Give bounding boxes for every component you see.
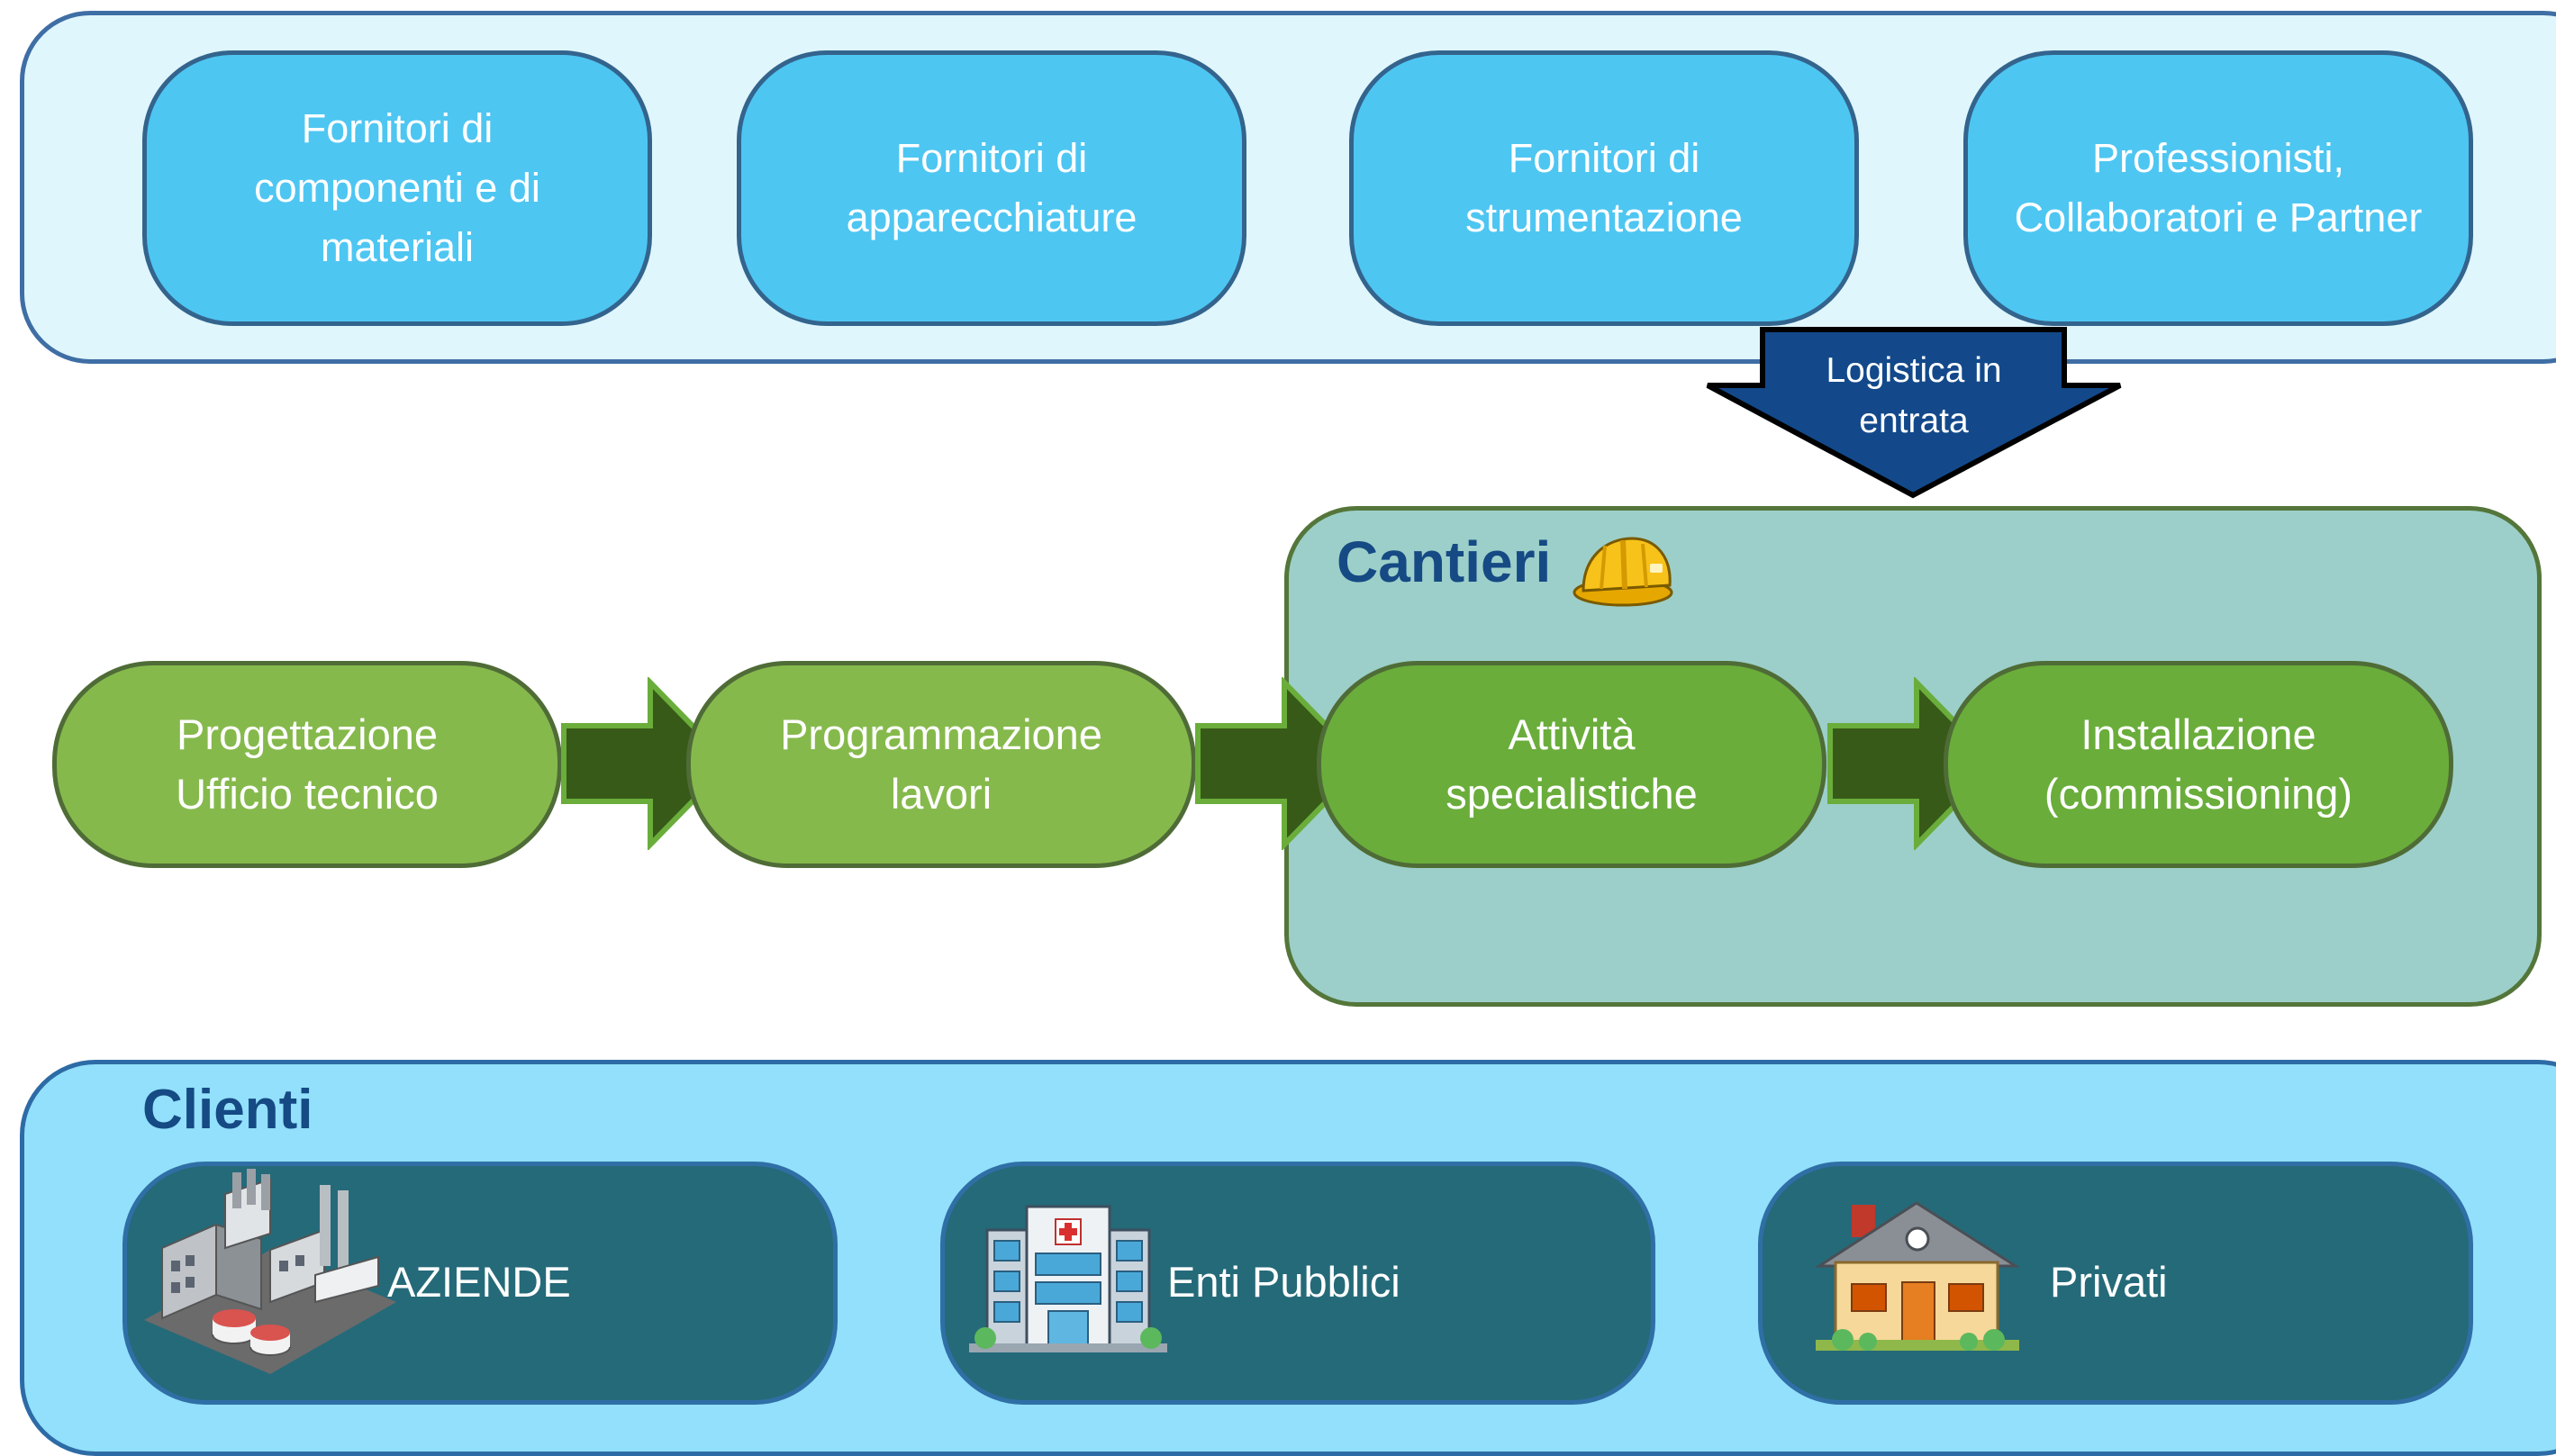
cantieri-title: Cantieri xyxy=(1337,529,1552,594)
process-planning[interactable]: Programmazione lavori xyxy=(686,661,1196,868)
process-label: Programmazione lavori xyxy=(780,710,1102,818)
hospital-icon xyxy=(969,1205,1167,1352)
logistics-label: Logistica in entrata xyxy=(1826,351,2002,440)
supplier-equipment[interactable]: Fornitori di apparecchiature xyxy=(737,50,1246,326)
process-label: Installazione (commissioning) xyxy=(2044,710,2353,818)
client-label-privati: Privati xyxy=(2050,1258,2168,1306)
clients-title: Clienti xyxy=(142,1079,313,1141)
process-specialist[interactable]: Attività specialistiche xyxy=(1317,661,1826,868)
process-commissioning[interactable]: Installazione (commissioning) xyxy=(1944,661,2453,868)
process-label: Progettazione Ufficio tecnico xyxy=(176,710,439,818)
flow-arrow-icon xyxy=(561,677,734,850)
supplier-label: Fornitori di apparecchiature xyxy=(846,135,1138,240)
client-label-aziende: AZIENDE xyxy=(387,1258,571,1306)
hard-hat-icon xyxy=(1573,537,1673,607)
supplier-label: Professionisti, Collaboratori e Partner xyxy=(2014,135,2423,240)
process-label: Attività specialistiche xyxy=(1446,710,1698,818)
supplier-components-materials[interactable]: Fornitori di componenti e di materiali xyxy=(142,50,652,326)
supplier-professionals[interactable]: Professionisti, Collaboratori e Partner xyxy=(1963,50,2473,326)
factory-icon xyxy=(144,1169,396,1374)
logistics-arrow-icon xyxy=(1706,327,2122,499)
house-icon xyxy=(1816,1201,2019,1351)
process-design[interactable]: Progettazione Ufficio tecnico xyxy=(52,661,562,868)
supplier-label: Fornitori di strumentazione xyxy=(1465,135,1743,240)
supplier-instrumentation[interactable]: Fornitori di strumentazione xyxy=(1349,50,1859,326)
client-label-enti-pubblici: Enti Pubblici xyxy=(1167,1258,1400,1306)
supplier-label: Fornitori di componenti e di materiali xyxy=(254,105,540,270)
